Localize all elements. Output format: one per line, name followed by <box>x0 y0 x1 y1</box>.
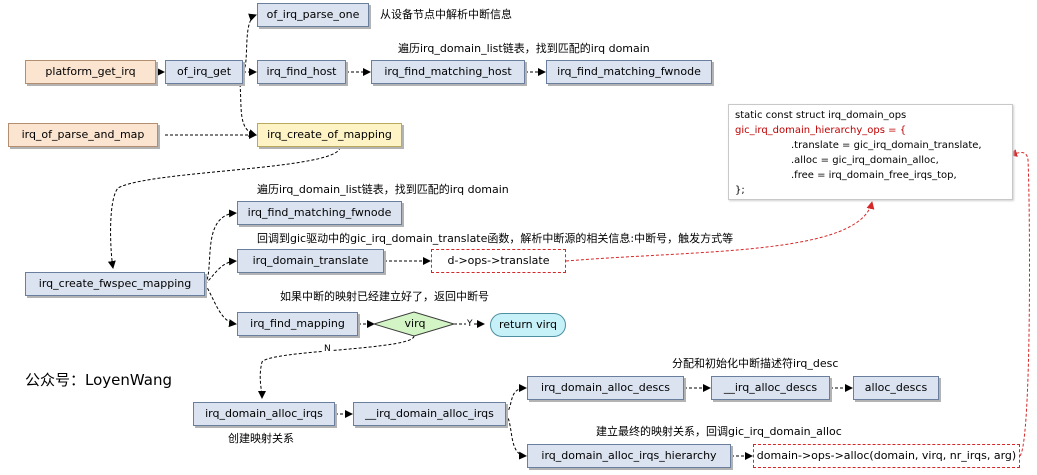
edge-virq-to-allocirqs <box>257 335 415 399</box>
edge-fwspec-to-findmapping <box>204 283 237 328</box>
gic-ops-struct-box: static const struct irq_domain_ops gic_i… <box>728 104 1013 200</box>
ops-line-4: .alloc = gic_irq_domain_alloc, <box>791 155 939 166</box>
edge-label-no: N <box>323 344 332 354</box>
note-create-map: 创建映射关系 <box>228 432 294 445</box>
irq-find-mapping-node: irq_find_mapping <box>237 312 358 336</box>
edge-__alloc-to-descs <box>505 384 527 415</box>
ops-line-3: .translate = gic_irq_domain_translate, <box>791 140 982 151</box>
note-traverse-mid: 遍历irq_domain_list链表，找到匹配的irq domain <box>257 183 509 196</box>
note-final-map: 建立最终的映射关系，回调gic_irq_domain_alloc <box>596 425 842 438</box>
ops-line-5: .free = irq_domain_free_irqs_top, <box>791 170 957 181</box>
of-irq-parse-one-node: of_irq_parse_one <box>257 3 369 27</box>
irq-domain-alloc-descs-node: irq_domain_alloc_descs <box>527 376 684 400</box>
irq-find-host-node: irq_find_host <box>257 60 346 84</box>
irq-find-matching-fwnode-mid-node: irq_find_matching_fwnode <box>237 201 402 225</box>
irq-create-fwspec-mapping-node: irq_create_fwspec_mapping <box>25 272 205 296</box>
edge-ofirqget-to-parseone <box>242 13 257 73</box>
__irq-alloc-descs-node: __irq_alloc_descs <box>711 376 830 400</box>
irq-domain-translate-node: irq_domain_translate <box>237 249 384 273</box>
irq-create-of-mapping-node: irq_create_of_mapping <box>257 123 402 147</box>
__irq-domain-alloc-irqs-node: __irq_domain_alloc_irqs <box>353 402 506 426</box>
alloc-descs-node: alloc_descs <box>853 376 939 400</box>
ops-line-2: gic_irq_domain_hierarchy_ops = { <box>735 125 907 136</box>
note-parse-one: 从设备节点中解析中断信息 <box>380 8 512 21</box>
note-alloc-desc: 分配和初始化中断描述符irq_desc <box>672 357 839 370</box>
irq-domain-alloc-irqs-hierarchy-node: irq_domain_alloc_irqs_hierarchy <box>527 444 731 468</box>
virq-decision-label: virq <box>404 317 426 330</box>
edge-opsalloc-to-opsstruct <box>1009 149 1031 457</box>
edge-fwspec-to-fwnode <box>204 209 237 285</box>
platform-get-irq-node: platform_get_irq <box>25 60 156 84</box>
edge-__alloc-to-hierarchy <box>505 413 527 460</box>
irq-find-matching-host-node: irq_find_matching_host <box>371 60 525 84</box>
note-already-mapped: 如果中断的映射已经建立好了，返回中断号 <box>280 290 489 303</box>
return-virq-node: return virq <box>490 313 566 337</box>
edge-label-yes: Y <box>466 319 474 329</box>
edge-fwspec-to-translate <box>204 257 237 285</box>
of-irq-get-node: of_irq_get <box>165 60 243 84</box>
wechat-watermark: 公众号：LoyenWang <box>25 371 172 389</box>
note-callback-translate: 回调到gic驱动中的gic_irq_domain_translate函数，解析中… <box>257 232 734 245</box>
note-traverse-top: 遍历irq_domain_list链表，找到匹配的irq domain <box>398 42 650 55</box>
irq-find-matching-fwnode-top-node: irq_find_matching_fwnode <box>546 60 712 84</box>
edge-ofirqget-to-createmapping <box>239 83 257 137</box>
ops-line-1: static const struct irq_domain_ops <box>735 110 907 121</box>
domain-ops-alloc-node: domain->ops->alloc(domain, virq, nr_irqs… <box>753 444 1020 468</box>
edge-createmapping-to-fwspec <box>107 146 341 269</box>
irq-of-parse-and-map-node: irq_of_parse_and_map <box>8 123 158 147</box>
virq-decision-diamond <box>372 311 456 337</box>
d-ops-translate-node: d->ops->translate <box>431 249 566 273</box>
ops-line-6: }; <box>735 185 745 196</box>
irq-domain-alloc-irqs-node: irq_domain_alloc_irqs <box>193 402 335 426</box>
